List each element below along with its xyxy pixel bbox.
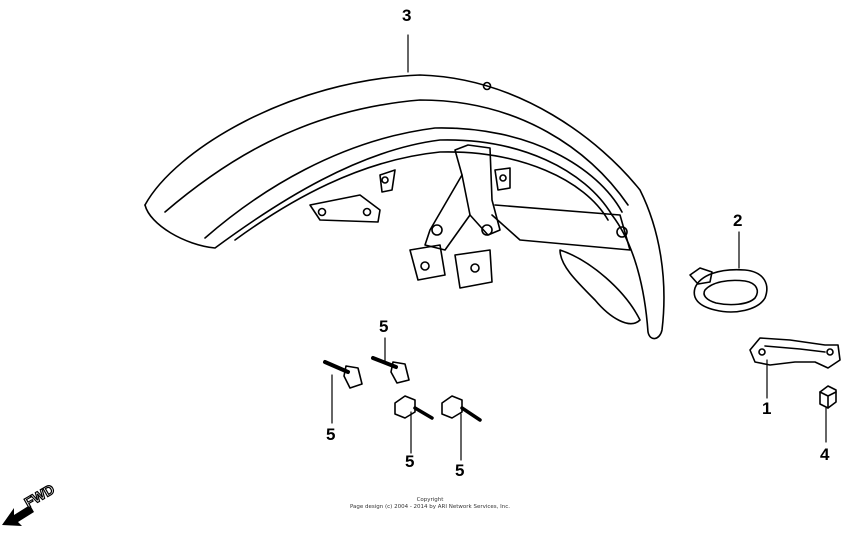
- callout-4: 4: [820, 445, 830, 464]
- callout-2: 2: [733, 211, 743, 230]
- front-fender: [144, 74, 665, 340]
- fender-brace: [309, 144, 631, 289]
- fwd-label: FWD: [22, 481, 58, 511]
- callout-5-top: 5: [379, 317, 389, 336]
- bolt-part-a: [323, 360, 363, 389]
- callout-1: 1: [762, 399, 772, 418]
- forward-arrow-icon: [2, 505, 34, 526]
- collar-bolt-c: [394, 395, 434, 420]
- leader-lines: [331, 34, 827, 461]
- forward-direction: FWD: [0, 470, 90, 530]
- callout-5-middle: 5: [405, 452, 415, 471]
- grommet-part: [689, 267, 768, 313]
- collar-bolt-d: [441, 395, 482, 422]
- copyright-line-1: Copyright: [416, 497, 444, 503]
- bracket-part: [749, 337, 841, 369]
- copyright-footer: Copyright Page design (c) 2004 - 2014 by…: [330, 497, 530, 511]
- callout-5-left: 5: [326, 425, 336, 444]
- nut-part: [819, 385, 837, 409]
- callout-3: 3: [402, 6, 412, 25]
- bolt-part-b: [371, 356, 410, 384]
- callout-5-right: 5: [455, 461, 465, 480]
- copyright-line-2: Page design (c) 2004 - 2014 by ARI Netwo…: [349, 504, 511, 510]
